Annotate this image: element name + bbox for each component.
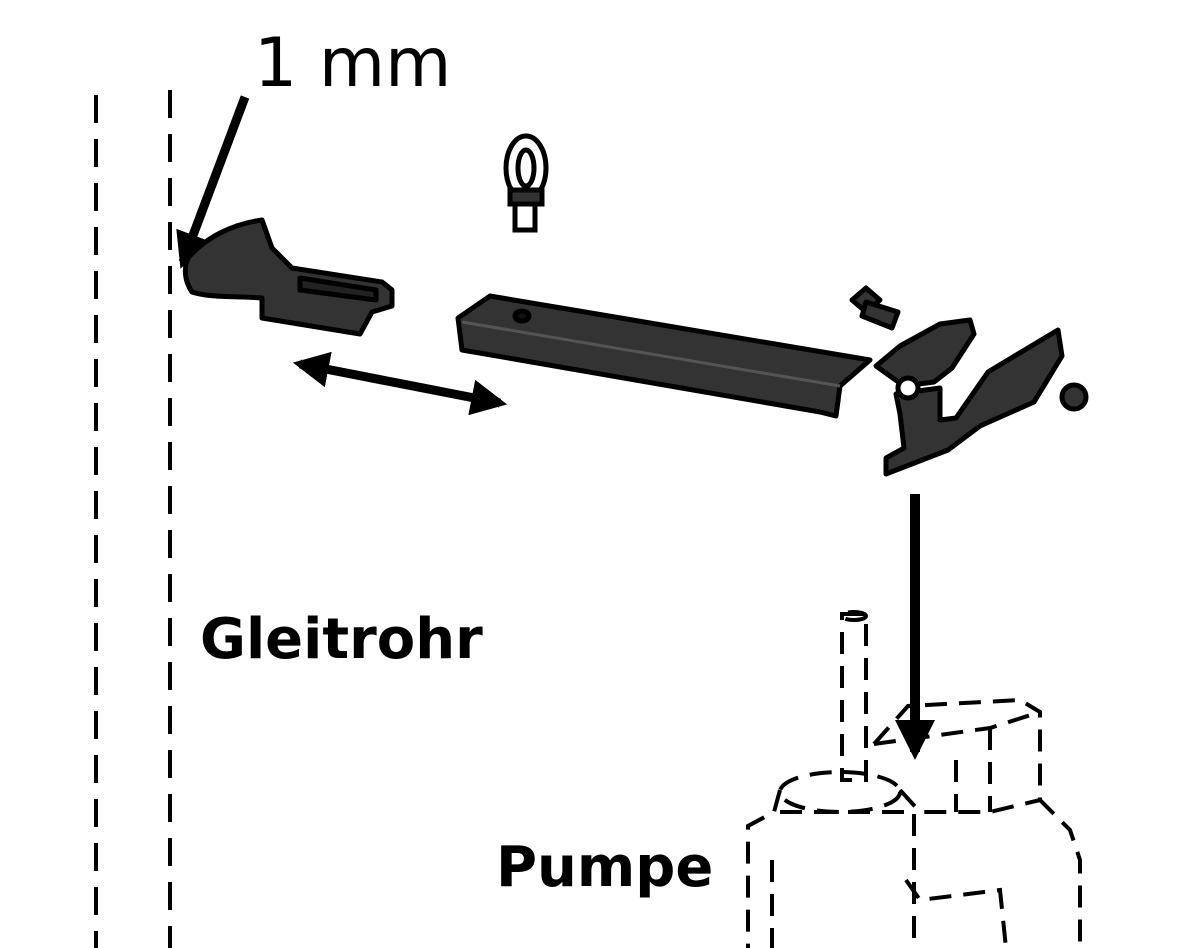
nut-part <box>1059 382 1089 412</box>
slide-direction-double-arrow <box>292 351 508 416</box>
pump-label: Pumpe <box>496 835 714 900</box>
gap-label: 1 mm <box>254 24 452 103</box>
gap-indicator-arrow <box>176 95 250 269</box>
slide-tube-label: Gleitrohr <box>200 607 483 672</box>
wing-screw-part <box>503 133 549 233</box>
bolt-part <box>849 285 901 331</box>
mounting-rail-part <box>455 293 873 419</box>
left-clamp-part <box>182 217 395 337</box>
right-bracket-part <box>873 317 1065 477</box>
pump-outline <box>746 610 1082 948</box>
